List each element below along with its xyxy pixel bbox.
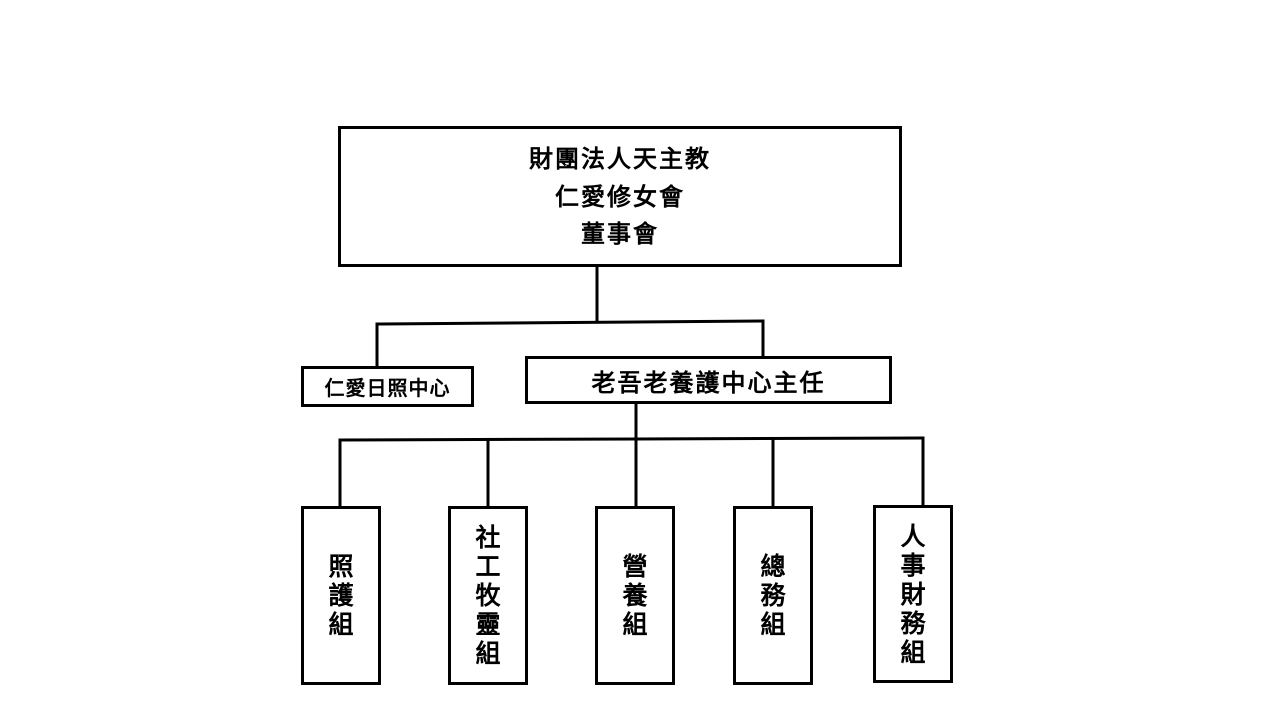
vertical-char-0: 總 (760, 552, 786, 581)
hr-finance-department-box: 人事財務組 (873, 505, 953, 683)
hr-finance-department-label: 人事財務組 (900, 522, 925, 667)
general-affairs-department-box: 總務組 (733, 506, 813, 685)
vertical-char-4: 組 (900, 637, 926, 667)
social-pastoral-department-box: 社工牧靈組 (448, 506, 528, 685)
daycare-center-box: 仁愛日照中心 (301, 366, 474, 407)
vertical-char-1: 工 (475, 552, 501, 581)
vertical-char-2: 財 (900, 579, 926, 609)
vertical-char-4: 組 (475, 639, 501, 668)
department-branch-connector (338, 436, 925, 442)
board-line-1: 財團法人天主教 (529, 143, 711, 173)
care-department-label: 照護組 (328, 552, 353, 639)
vertical-char-2: 牧 (475, 581, 501, 610)
care-department-box: 照護組 (301, 506, 381, 685)
vertical-char-3: 務 (900, 608, 926, 638)
nutrition-department-box: 營養組 (595, 506, 675, 685)
board-line-3: 董事會 (581, 219, 659, 249)
vertical-char-1: 護 (328, 581, 354, 610)
general-affairs-department-label: 總務組 (760, 552, 785, 639)
vertical-char-2: 組 (622, 610, 648, 639)
board-of-directors-box: 財團法人天主教 仁愛修女會 董事會 (338, 126, 902, 267)
nutrition-department-label: 營養組 (622, 552, 647, 639)
vertical-char-3: 靈 (475, 610, 501, 639)
vertical-char-0: 照 (328, 552, 354, 581)
vertical-char-0: 人 (900, 521, 926, 551)
top-branch-connector (375, 319, 765, 326)
board-line-2: 仁愛修女會 (555, 181, 685, 211)
vertical-char-2: 組 (328, 610, 354, 639)
vertical-char-1: 務 (760, 581, 786, 610)
vertical-char-1: 養 (622, 581, 648, 610)
social-pastoral-department-label: 社工牧靈組 (475, 523, 500, 668)
director-box: 老吾老養護中心主任 (525, 356, 892, 404)
vertical-char-1: 事 (900, 550, 926, 580)
vertical-char-0: 營 (622, 552, 648, 581)
vertical-char-2: 組 (760, 610, 786, 639)
vertical-char-0: 社 (475, 523, 501, 552)
